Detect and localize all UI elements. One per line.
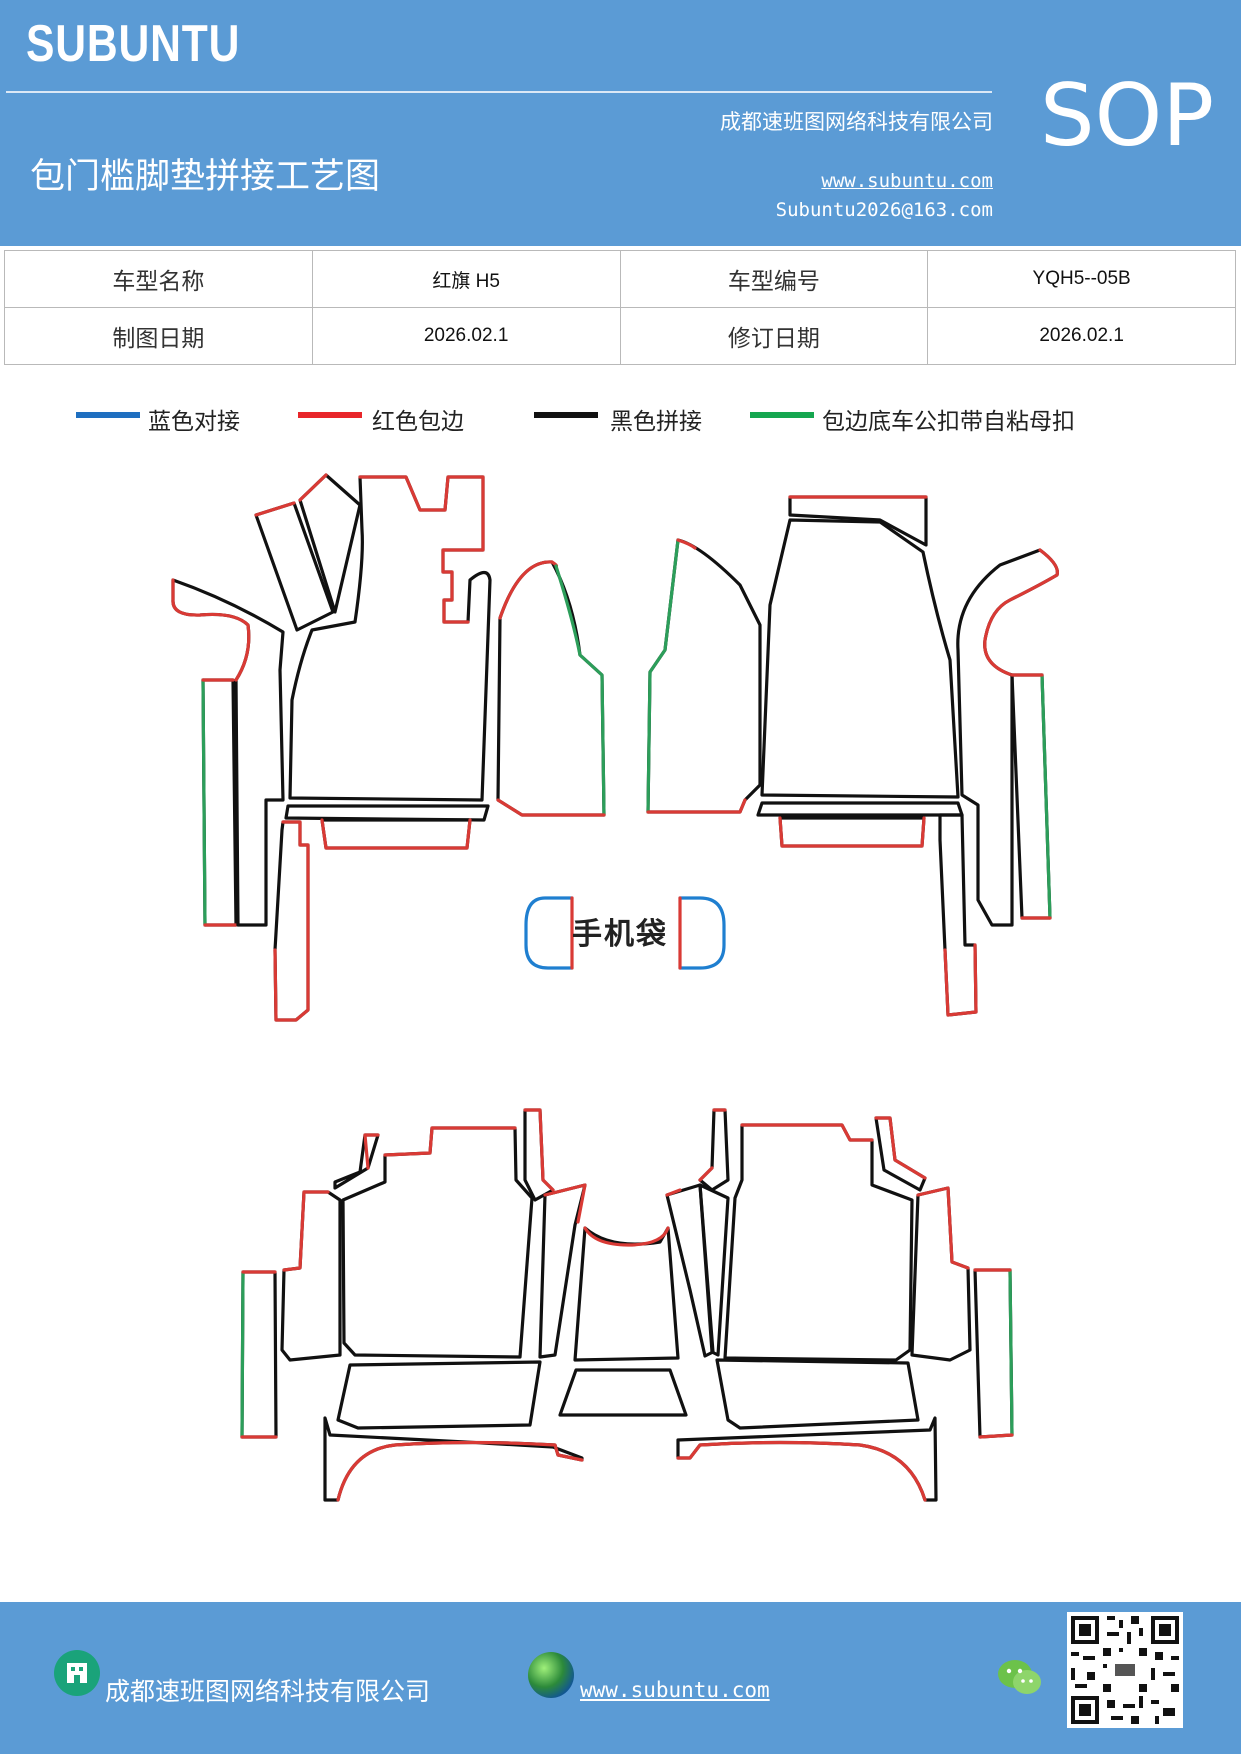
- legend-swatch-green: [750, 412, 814, 418]
- front-right-mats: [646, 495, 1059, 1017]
- model-name-value: 红旗 H5: [311, 250, 621, 308]
- rear-left-mats: [240, 1108, 587, 1502]
- footer-website-link[interactable]: www.subuntu.com: [580, 1678, 770, 1702]
- phone-bag-label: 手机袋: [572, 917, 668, 952]
- email-address[interactable]: Subuntu2026@163.com: [775, 199, 993, 221]
- legend-label: 包边底车公扣带自粘母扣: [822, 409, 1075, 435]
- floor-mat-diagram: [171, 473, 1059, 1502]
- company-name: 成都速班图网络科技有限公司: [720, 110, 993, 134]
- revision-date-value: 2026.02.1: [927, 307, 1236, 365]
- website-link[interactable]: www.subuntu.com: [821, 170, 993, 192]
- footer-company-name: 成都速班图网络科技有限公司: [105, 1677, 431, 1706]
- globe-icon: [528, 1652, 574, 1698]
- revision-date-label: 修订日期: [619, 307, 929, 365]
- table-row: 车型名称 红旗 H5 车型编号 YQH5--05B: [4, 250, 1236, 308]
- legend-label: 黑色拼接: [610, 409, 702, 435]
- front-left-mats: [171, 473, 606, 1022]
- legend-label: 蓝色对接: [148, 409, 240, 435]
- legend: 蓝色对接 红色包边 黑色拼接 包边底车公扣带自粘母扣: [0, 402, 1241, 442]
- model-name-label: 车型名称: [4, 250, 313, 308]
- footer-banner: 成都速班图网络科技有限公司 www.subuntu.com: [0, 1602, 1241, 1754]
- info-table: 车型名称 红旗 H5 车型编号 YQH5--05B 制图日期 2026.02.1…: [4, 250, 1236, 365]
- wechat-icon[interactable]: [996, 1656, 1044, 1700]
- table-row: 制图日期 2026.02.1 修订日期 2026.02.1: [4, 307, 1236, 365]
- drawing-date-label: 制图日期: [4, 307, 313, 365]
- model-code-value: YQH5--05B: [927, 250, 1236, 308]
- header-divider: [6, 91, 992, 93]
- rear-center-mats: [558, 1183, 715, 1417]
- legend-swatch-blue: [76, 412, 140, 418]
- legend-swatch-red: [298, 412, 362, 418]
- legend-label: 红色包边: [372, 409, 464, 435]
- phone-bag: [524, 896, 726, 970]
- rear-right-mats: [676, 1108, 1014, 1502]
- sop-badge: SOP: [1040, 66, 1215, 166]
- header-banner: SUBUNTU 成都速班图网络科技有限公司 包门槛脚垫拼接工艺图 www.sub…: [0, 0, 1241, 246]
- drawing-date-value: 2026.02.1: [311, 307, 621, 365]
- qr-code: [1067, 1612, 1183, 1728]
- legend-swatch-black: [534, 412, 598, 418]
- document-title: 包门槛脚垫拼接工艺图: [30, 157, 381, 197]
- brand-logo: SUBUNTU: [26, 15, 241, 73]
- building-icon: [54, 1650, 100, 1696]
- model-code-label: 车型编号: [619, 250, 929, 308]
